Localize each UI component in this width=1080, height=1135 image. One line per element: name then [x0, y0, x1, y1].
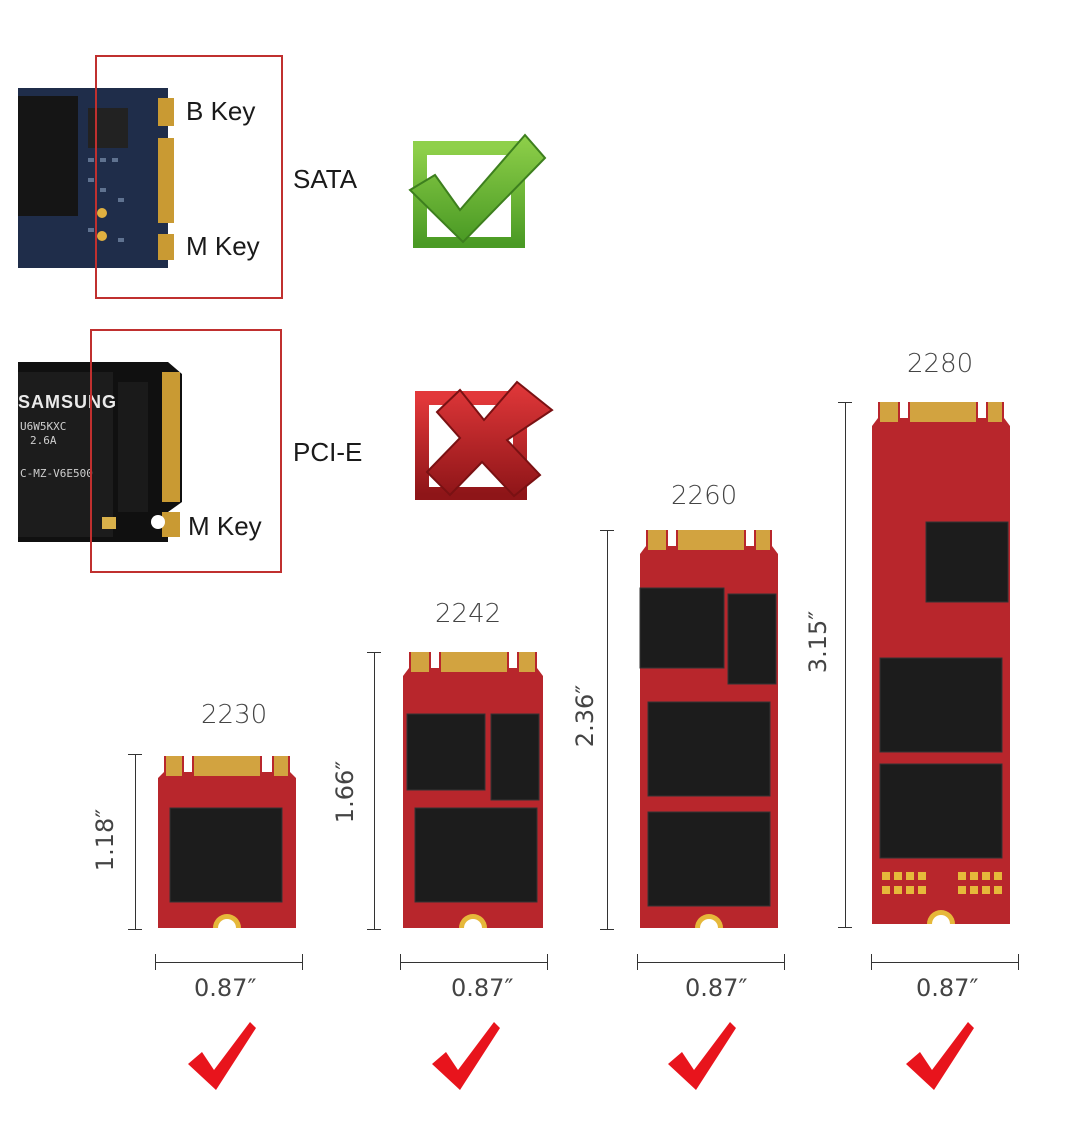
- m-key-label-sata: M Key: [186, 231, 260, 261]
- length-2242-label: 1.66″: [331, 760, 359, 824]
- samsung-model-line3: C-MZ-V6E500: [20, 467, 93, 480]
- width-2280-label: 0.87″: [916, 974, 979, 1002]
- width-2230-label: 0.87″: [194, 974, 257, 1002]
- dim-line-2230-width: [155, 954, 303, 970]
- pcie-ssd-image: [18, 362, 182, 542]
- m-key-label-pcie: M Key: [188, 511, 262, 541]
- size-2230-label: 2230: [201, 700, 268, 730]
- ssd-2230-image: [154, 752, 300, 942]
- samsung-model-line2: 2.6A: [30, 434, 57, 447]
- length-2230-label: 1.18″: [91, 808, 119, 872]
- ssd-2280-image: [868, 398, 1014, 938]
- dim-line-2260-width: [637, 954, 785, 970]
- size-2260-label: 2260: [671, 481, 738, 511]
- dim-line-2242-length: [367, 652, 381, 930]
- sata-key-highlight-box: [95, 55, 283, 299]
- ssd-2260-image: [636, 526, 782, 942]
- sata-label: SATA: [293, 164, 358, 194]
- width-2242-label: 0.87″: [451, 974, 514, 1002]
- pcie-key-highlight-box: [90, 329, 282, 573]
- samsung-model-line1: U6W5KXC: [20, 420, 67, 433]
- ssd-2242-image: [399, 648, 547, 942]
- b-key-label: B Key: [186, 96, 256, 126]
- sata-ssd-image: [18, 88, 178, 268]
- green-check-icon: [405, 130, 550, 251]
- dim-line-2260-length: [600, 530, 614, 930]
- dim-line-2230-length: [128, 754, 142, 930]
- width-2260-label: 0.87″: [685, 974, 748, 1002]
- red-checkmark-2260-icon: [666, 1020, 738, 1092]
- red-checkmark-2242-icon: [430, 1020, 502, 1092]
- red-checkmark-2280-icon: [904, 1020, 976, 1092]
- dim-line-2280-length: [838, 402, 852, 928]
- length-2260-label: 2.36″: [571, 684, 599, 748]
- dim-line-2242-width: [400, 954, 548, 970]
- length-2280-label: 3.15″: [804, 610, 832, 674]
- red-x-icon: [412, 380, 557, 501]
- size-2280-label: 2280: [907, 349, 974, 379]
- pcie-label: PCI-E: [293, 437, 363, 467]
- red-checkmark-2230-icon: [186, 1020, 258, 1092]
- size-2242-label: 2242: [435, 599, 502, 629]
- dim-line-2280-width: [871, 954, 1019, 970]
